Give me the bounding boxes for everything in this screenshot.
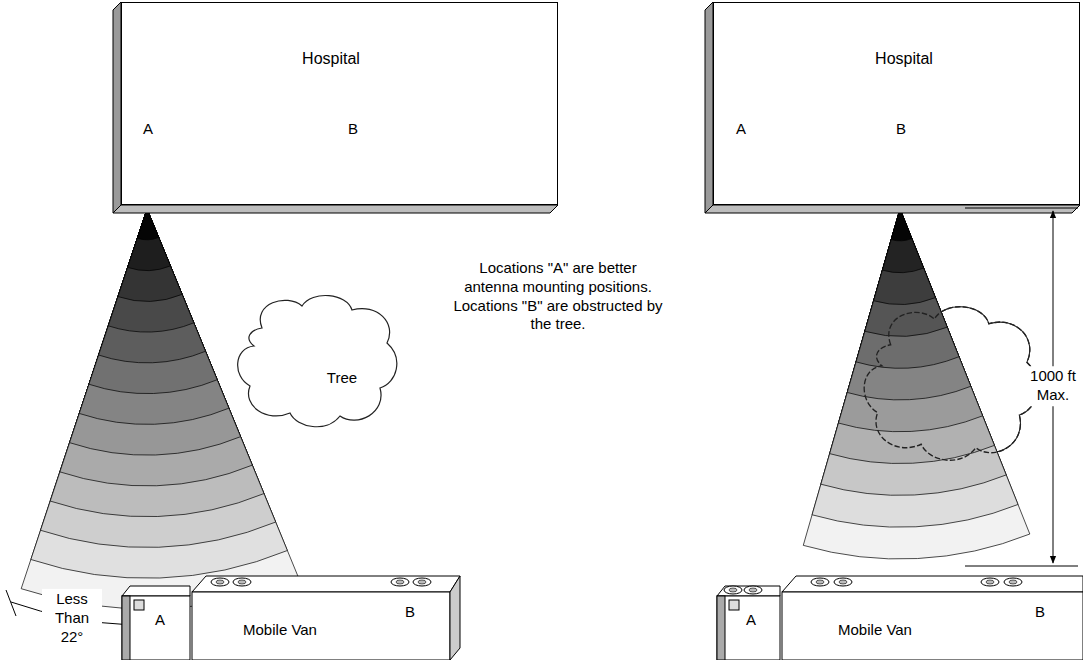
- roof-unit-center: [729, 588, 737, 592]
- location-letter: A: [155, 611, 165, 629]
- shape-label: Tree: [327, 369, 357, 387]
- beam-band: [99, 209, 206, 363]
- roof-unit-center: [418, 580, 426, 584]
- roof-unit-center: [839, 580, 847, 584]
- beam-band: [79, 209, 229, 424]
- beam-band: [70, 209, 241, 455]
- beam-band: [118, 209, 182, 301]
- van-outline: [715, 570, 1083, 660]
- roof-unit: [811, 578, 829, 586]
- roof-unit: [391, 578, 409, 586]
- roof-unit: [413, 578, 431, 586]
- beam-band: [812, 209, 1018, 527]
- dimension-extension: [965, 208, 1078, 209]
- tree-shape: Tree: [232, 288, 402, 433]
- vehicle-shape: A Mobile Van B: [120, 570, 460, 660]
- beam-cone: [803, 209, 1030, 559]
- roof-unit: [233, 578, 251, 586]
- angle-label: Less Than 22°: [42, 589, 102, 647]
- beam-band: [838, 209, 982, 432]
- beam-band: [891, 209, 912, 241]
- vehicle-shape: A Mobile Van B: [715, 570, 1083, 660]
- cab-window: [729, 600, 739, 610]
- dimension-extension: [965, 566, 1078, 567]
- roof-unit: [211, 578, 229, 586]
- building-base: [705, 205, 1080, 213]
- beam-band: [50, 209, 264, 517]
- location-letter: B: [405, 603, 415, 621]
- van-side: [450, 576, 460, 660]
- cloud-outline: [232, 288, 402, 433]
- note-text: Locations "A" are better antenna mountin…: [450, 258, 666, 335]
- van-roof: [782, 576, 1083, 592]
- cab-side: [122, 596, 130, 660]
- shape-label: Mobile Van: [838, 621, 912, 639]
- antenna-beams: [21, 209, 1030, 609]
- roof-unit: [724, 586, 742, 594]
- beam-band: [89, 209, 217, 394]
- location-letter: A: [736, 120, 746, 138]
- beam-band: [128, 209, 171, 271]
- van-body: [782, 592, 1083, 660]
- roof-unit-center: [749, 588, 757, 592]
- roof-unit-center: [216, 580, 224, 584]
- building-box: HospitalA B: [713, 2, 1080, 205]
- roof-unit: [834, 578, 852, 586]
- dimension-label: 1000 ft Max.: [1022, 366, 1083, 406]
- beam-band: [137, 209, 158, 240]
- beam-band: [41, 209, 276, 547]
- building-base: [113, 205, 558, 213]
- roof-unit-center: [986, 580, 994, 584]
- cab-side: [717, 596, 725, 660]
- shape-label: Hospital: [302, 49, 360, 68]
- van-roof: [192, 576, 460, 592]
- beam-band: [803, 209, 1030, 559]
- location-letter: A: [143, 120, 153, 138]
- beam-band: [882, 209, 923, 273]
- beam-band: [60, 209, 252, 486]
- cab-front: [717, 596, 780, 660]
- shape-label: Hospital: [875, 49, 933, 68]
- location-letter: B: [348, 120, 358, 138]
- beam-band: [847, 209, 971, 400]
- location-letter: B: [1035, 603, 1045, 621]
- beam-band: [874, 209, 936, 304]
- roof-unit-center: [238, 580, 246, 584]
- beam-band: [856, 209, 959, 368]
- cab-window: [134, 600, 144, 610]
- angle-tick: [6, 590, 16, 616]
- location-letter: A: [746, 611, 756, 629]
- roof-unit: [1004, 578, 1022, 586]
- building-side: [113, 2, 121, 213]
- tree-outline: [238, 295, 397, 426]
- tree-outline: [864, 307, 1037, 461]
- roof-unit: [744, 586, 762, 594]
- building-box: HospitalA B: [121, 2, 558, 205]
- shape-label: Mobile Van: [243, 621, 317, 639]
- roof-unit: [981, 578, 999, 586]
- van-body: [192, 592, 450, 660]
- cab-front: [122, 596, 190, 660]
- roof-unit-center: [396, 580, 404, 584]
- cab-top: [717, 586, 780, 596]
- building-side: [705, 2, 713, 213]
- location-letter: B: [896, 120, 906, 138]
- roof-unit-center: [1009, 580, 1017, 584]
- cab-top: [122, 586, 190, 596]
- beam-band: [830, 209, 995, 464]
- beam-band: [108, 209, 194, 332]
- roof-unit-center: [816, 580, 824, 584]
- beam-band: [821, 209, 1006, 495]
